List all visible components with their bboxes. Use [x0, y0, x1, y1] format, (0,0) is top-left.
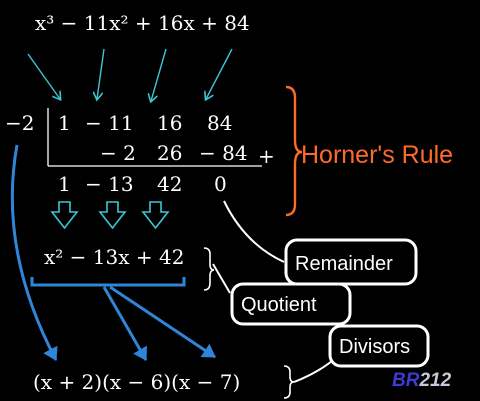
- divisor-value: −2: [5, 111, 34, 135]
- watermark-part2: 212: [418, 370, 451, 391]
- polynomial-text: x³ − 11x² + 16x + 84: [35, 11, 250, 35]
- coefficient-cell: 16: [157, 111, 182, 135]
- factored-result: (x + 2)(x − 6)(x − 7): [33, 370, 240, 394]
- coefficient-cell: 84: [207, 111, 232, 135]
- quotient-polynomial: x² − 13x + 42: [44, 245, 184, 269]
- product-cell: − 84: [199, 141, 248, 165]
- coefficient-arrow: [206, 48, 233, 99]
- remainder-box: [284, 238, 418, 286]
- quotient-underline: [30, 277, 186, 287]
- watermark: BR212: [392, 370, 452, 391]
- factored-brace: [283, 365, 295, 399]
- coefficient-arrow: [27, 53, 60, 99]
- coefficient-arrow: [97, 48, 105, 99]
- products-row: − 2 26 − 84 +: [100, 141, 275, 168]
- divisor-arrow: [10, 144, 58, 361]
- divisors-callout: Divisors: [328, 324, 430, 368]
- result-cell: − 13: [85, 172, 134, 196]
- quotient-callout: Quotient: [230, 282, 352, 326]
- quotient-brace: [203, 247, 215, 291]
- quotient-connector: [212, 263, 231, 294]
- divisors-label: Divisors: [339, 336, 410, 358]
- product-cell: − 2: [100, 141, 136, 165]
- factor-arrows: [10, 144, 216, 361]
- quotient-arrow: [102, 286, 148, 361]
- horner-bracket: [285, 85, 303, 217]
- result-cell: 1: [58, 172, 71, 196]
- result-cell: 42: [157, 172, 182, 196]
- remainder-label: Remainder: [295, 253, 393, 275]
- quotient-box: [230, 282, 352, 326]
- coefficient-row: 1 − 11 16 84: [58, 111, 232, 135]
- method-title: Horner's Rule: [301, 141, 453, 169]
- remainder-callout: Remainder: [284, 238, 418, 286]
- down-arrow-icon: [50, 201, 79, 230]
- quotient-arrow: [109, 285, 216, 359]
- down-arrows: [50, 201, 170, 230]
- quotient-label: Quotient: [241, 294, 317, 316]
- coefficient-arrow: [151, 48, 167, 101]
- plus-sign: +: [258, 144, 275, 168]
- result-cell: 0: [214, 172, 227, 196]
- down-arrow-icon: [98, 201, 127, 230]
- remainder-connector: [223, 200, 285, 263]
- coefficient-arrows: [27, 48, 233, 101]
- coefficient-cell: − 11: [85, 111, 134, 135]
- watermark-part1: BR: [392, 370, 420, 391]
- results-row: 1 − 13 42 0: [58, 172, 227, 196]
- down-arrow-icon: [141, 201, 170, 230]
- coefficient-cell: 1: [58, 111, 71, 135]
- product-cell: 26: [157, 141, 182, 165]
- divisors-box: [328, 324, 430, 368]
